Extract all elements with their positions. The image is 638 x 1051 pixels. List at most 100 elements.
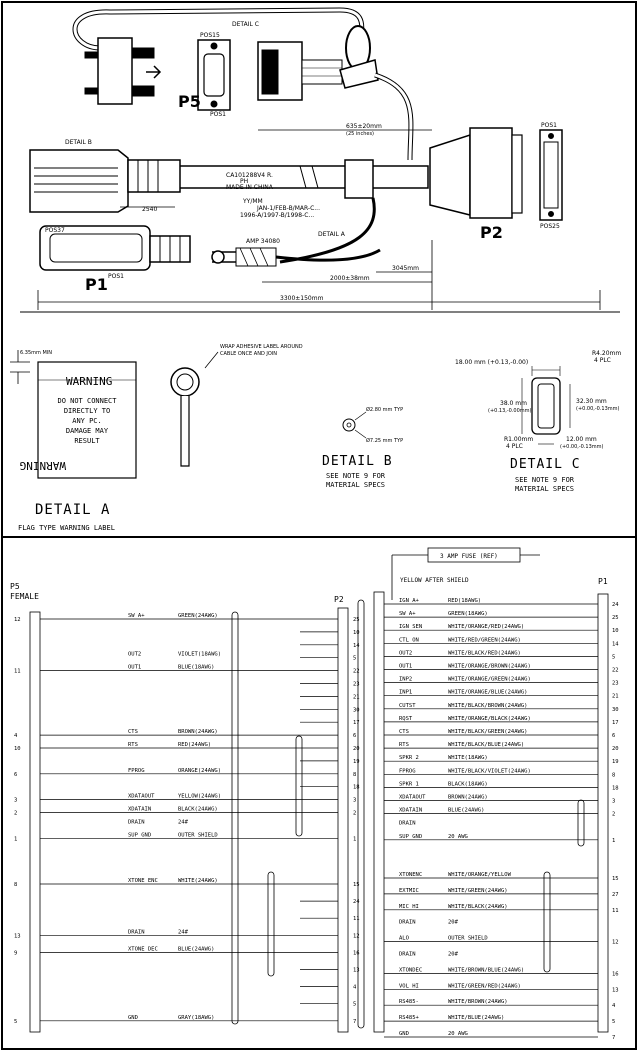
p1-pin-number: 3 <box>612 799 615 805</box>
p2-pin-number: 24 <box>353 899 360 905</box>
right-wire-color: BLUE(24AWG) <box>448 808 484 814</box>
p2-pin-number: 15 <box>353 882 360 888</box>
p2-pin-number: 14 <box>353 643 360 649</box>
warning-body-2: DIRECTLY TO <box>64 407 110 415</box>
right-wire-color: WHITE/GREEN(24AWG) <box>448 888 508 894</box>
p1-pin-number: 5 <box>612 654 615 660</box>
right-wire-color: WHITE/ORANGE/BROWN(24AWG) <box>448 664 531 670</box>
right-signal-name: INP2 <box>399 677 412 683</box>
right-wire-color: WHITE/GREEN/RED(24AWG) <box>448 983 521 989</box>
right-wire-color: WHITE/BROWN(24AWG) <box>448 999 508 1005</box>
right-wire-color: WHITE/ORANGE/BLUE(24AWG) <box>448 690 527 696</box>
left-signal-name: DRAIN <box>128 819 145 825</box>
right-signal-name: IGN SEN <box>399 624 422 630</box>
right-signal-name: FPROG <box>399 768 416 774</box>
right-signal-name: XDATAOUT <box>399 795 426 801</box>
right-wire-color: BROWN(24AWG) <box>448 795 488 801</box>
left-signal-name: GND <box>128 1015 138 1021</box>
right-wire-color: WHITE/BROWN/BLUE(24AWG) <box>448 967 524 973</box>
warning-body-5: RESULT <box>74 437 100 445</box>
detail-c-note-2: MATERIAL SPECS <box>515 485 574 493</box>
right-wire-color: 20 AWG <box>448 834 468 840</box>
detail-c-ref: DETAIL C <box>232 21 259 28</box>
p1-pin-number: 15 <box>612 876 619 882</box>
detail-b-note-2: MATERIAL SPECS <box>326 481 385 489</box>
detail-b-d2: Ø7.25 mm TYP <box>366 437 403 444</box>
p1-pin-number: 6 <box>612 733 615 739</box>
right-wire-color: BLACK(18AWG) <box>448 781 488 787</box>
right-signal-name: OUT2 <box>399 650 412 656</box>
left-signal-name: XTONE DEC <box>128 946 158 952</box>
right-wire-color: WHITE/BLACK/VIOLET(24AWG) <box>448 768 531 774</box>
p2-pin-number: 17 <box>353 720 360 726</box>
p1-shell <box>29 149 129 213</box>
p1-pin-number: 14 <box>612 641 619 647</box>
p5-subtitle: FEMALE <box>10 592 39 601</box>
p1-pin-number: 7 <box>612 1035 615 1041</box>
dim-635-sub: (25 inches) <box>346 131 374 137</box>
p5-pin-number: 12 <box>14 617 21 623</box>
right-signal-name: CTS <box>399 729 409 735</box>
left-wire-color: YELLOW(24AWG) <box>178 794 221 800</box>
p1-pin-number: 10 <box>612 628 619 634</box>
dim-2000: 2000±38mm <box>330 275 370 282</box>
schematic: P5 FEMALE P2 P1 3 AMP FUSE (REF) YELLOW … <box>10 547 609 1033</box>
cable-label-line4: YY/MM <box>242 198 263 205</box>
right-signal-name: XTONENC <box>399 872 422 878</box>
p5-pin-number: 5 <box>14 1019 17 1025</box>
p2-pin-number: 2 <box>353 811 356 817</box>
detail-b: Ø2.80 mm TYP Ø7.25 mm TYP DETAIL B SEE N… <box>322 406 403 489</box>
left-wire-color: ORANGE(24AWG) <box>178 768 221 774</box>
warning-body-3: ANY PC. <box>72 417 102 425</box>
p1-pin-number: 8 <box>612 772 615 778</box>
detail-b-title: DETAIL B <box>322 454 393 469</box>
p5-title: P5 <box>10 582 20 591</box>
left-signal-name: OUT1 <box>128 665 141 671</box>
detail-b-ref: DETAIL B <box>65 139 92 146</box>
right-wire-color: WHITE/ORANGE/BLACK(24AWG) <box>448 716 531 722</box>
left-wire-color: RED(24AWG) <box>178 742 211 748</box>
p1-title: P1 <box>598 577 608 586</box>
p2-pin-bar-left <box>337 607 349 1033</box>
right-signal-name: DRAIN <box>399 821 416 827</box>
p5-pin-number: 11 <box>14 669 21 675</box>
p2-pin-number: 5 <box>353 656 356 662</box>
right-wire-color: WHITE/BLACK/BROWN(24AWG) <box>448 703 527 709</box>
left-wire-color: BLACK(24AWG) <box>178 807 218 813</box>
p2-pin-number: 21 <box>353 694 360 700</box>
dim-3300: 3300±150mm <box>280 295 324 302</box>
left-wire-color: BLUE(24AWG) <box>178 946 214 952</box>
p1-pin-number: 5 <box>612 1019 615 1025</box>
right-signal-name: SUP GND <box>399 834 422 840</box>
right-wire-color: WHITE/BLACK/BLUE(24AWG) <box>448 742 524 748</box>
p2-pin-number: 19 <box>353 759 360 765</box>
p2-pin-number: 18 <box>353 785 360 791</box>
cable-assembly <box>29 7 601 310</box>
right-signal-name: IGN A+ <box>399 598 420 604</box>
right-signal-name: OUT1 <box>399 664 412 670</box>
left-wire-color: GRAY(18AWG) <box>178 1015 214 1021</box>
p2-pin-number: 4 <box>353 985 357 991</box>
right-signal-name: DRAIN <box>399 920 416 926</box>
p2-pin-number: 16 <box>353 950 360 956</box>
p1-pin-number: 21 <box>612 694 619 700</box>
left-signal-name: XTONE ENC <box>128 878 158 884</box>
right-signal-name: ALO <box>399 936 409 942</box>
amp-part-label: AMP 34080 <box>246 238 280 245</box>
right-signal-name: MIC HI <box>399 904 419 910</box>
left-signal-name: OUT2 <box>128 652 141 658</box>
right-signal-name: RS485+ <box>399 1015 420 1021</box>
p2-pin-bar-right <box>373 591 385 1033</box>
right-wire-color: WHITE/BLACK/GREEN(24AWG) <box>448 729 527 735</box>
p1-pin-number: 4 <box>612 1003 616 1009</box>
detail-c-title: DETAIL C <box>510 457 581 472</box>
p1-pin-number: 22 <box>612 668 619 674</box>
right-wire-color: WHITE/ORANGE/YELLOW <box>448 872 512 878</box>
p5-pin-number: 9 <box>14 950 17 956</box>
left-wire-color: 24# <box>178 929 189 935</box>
p1-pin-number: 20 <box>612 746 619 752</box>
right-wire-color: 20# <box>448 952 459 958</box>
p2-pin-number: 20 <box>353 746 360 752</box>
